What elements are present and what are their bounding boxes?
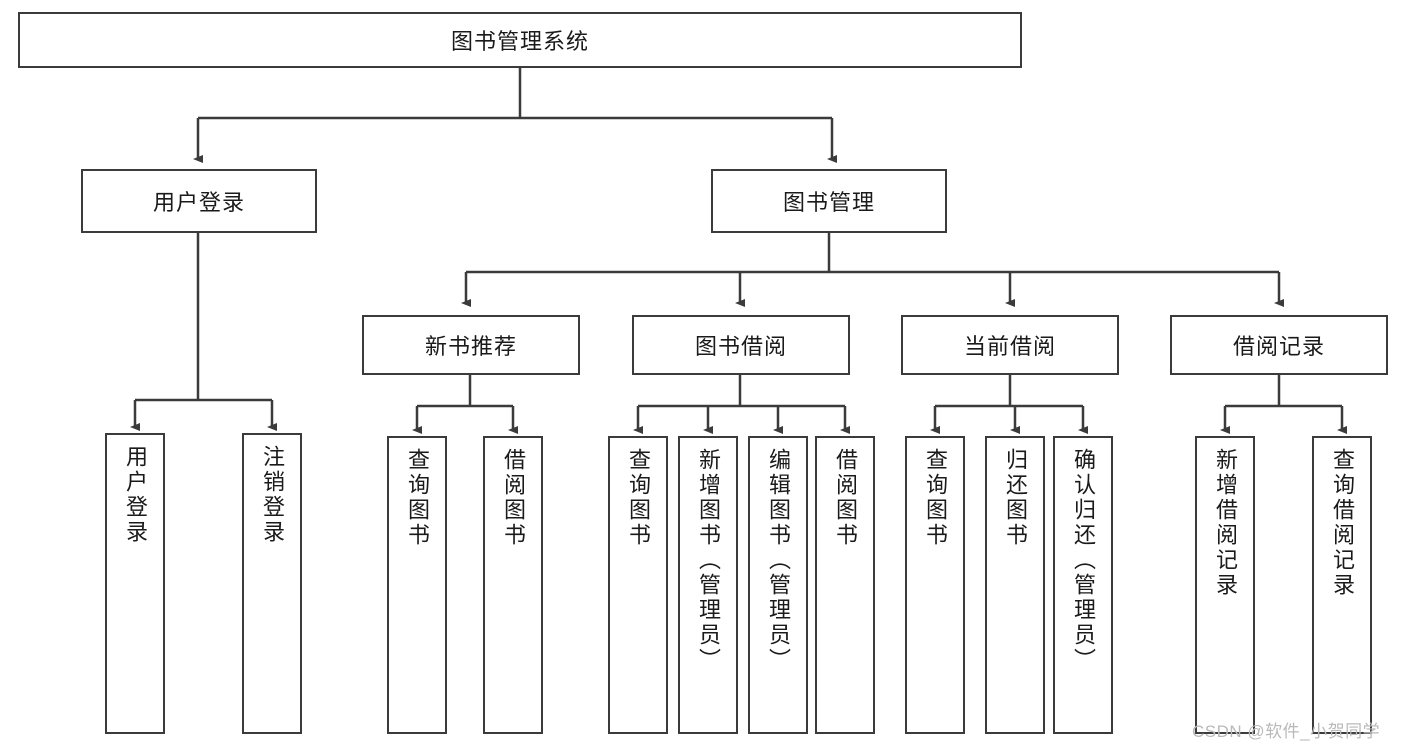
node-book-manage[interactable]: 图书管理	[711, 169, 947, 233]
node-leaf-user-logout-label: 注销登录	[259, 445, 285, 545]
node-book-borrow-label: 图书借阅	[694, 334, 787, 359]
node-leaf-query-book-rec[interactable]: 查询图书	[387, 436, 447, 734]
node-book-borrow[interactable]: 图书借阅	[632, 315, 850, 375]
node-leaf-user-logout[interactable]: 注销登录	[242, 433, 302, 734]
node-leaf-add-book-admin-label: 新增图书（管理员）	[695, 448, 721, 673]
csdn-watermark: CSDN @软件_小贺同学	[1192, 722, 1381, 741]
node-borrow-record[interactable]: 借阅记录	[1170, 315, 1388, 375]
node-leaf-add-book-admin[interactable]: 新增图书（管理员）	[678, 436, 738, 734]
node-new-book-recommend-label: 新书推荐	[424, 334, 517, 359]
node-leaf-return-book[interactable]: 归还图书	[985, 436, 1045, 734]
node-leaf-edit-book-admin-label: 编辑图书（管理员）	[765, 448, 791, 673]
node-leaf-add-borrow-record-label: 新增借阅记录	[1212, 448, 1238, 598]
node-leaf-return-book-label: 归还图书	[1002, 448, 1028, 548]
node-leaf-borrow-book-label: 借阅图书	[832, 448, 858, 548]
node-leaf-query-borrow-record[interactable]: 查询借阅记录	[1312, 436, 1372, 734]
node-leaf-query-book-current-label: 查询图书	[922, 448, 948, 548]
node-leaf-query-book-borrow-label: 查询图书	[625, 448, 651, 548]
node-leaf-borrow-book-rec-label: 借阅图书	[500, 448, 526, 548]
node-leaf-borrow-book[interactable]: 借阅图书	[815, 436, 875, 734]
node-leaf-confirm-return-admin-label: 确认归还（管理员）	[1070, 448, 1096, 673]
node-borrow-record-label: 借阅记录	[1232, 334, 1325, 359]
node-leaf-edit-book-admin[interactable]: 编辑图书（管理员）	[748, 436, 808, 734]
node-current-borrow-label: 当前借阅	[963, 334, 1056, 359]
node-leaf-borrow-book-rec[interactable]: 借阅图书	[483, 436, 543, 734]
node-leaf-query-book-rec-label: 查询图书	[404, 448, 430, 548]
node-user-login-label: 用户登录	[152, 190, 245, 215]
node-leaf-query-book-borrow[interactable]: 查询图书	[608, 436, 668, 734]
node-book-manage-label: 图书管理	[782, 190, 875, 215]
node-leaf-query-borrow-record-label: 查询借阅记录	[1329, 448, 1355, 598]
node-current-borrow[interactable]: 当前借阅	[901, 315, 1119, 375]
node-leaf-user-login[interactable]: 用户登录	[105, 433, 165, 734]
node-leaf-user-login-label: 用户登录	[122, 445, 148, 545]
node-leaf-confirm-return-admin[interactable]: 确认归还（管理员）	[1053, 436, 1113, 734]
node-root[interactable]: 图书管理系统	[18, 12, 1022, 68]
node-leaf-query-book-current[interactable]: 查询图书	[905, 436, 965, 734]
node-root-label: 图书管理系统	[450, 29, 589, 54]
node-leaf-add-borrow-record[interactable]: 新增借阅记录	[1195, 436, 1255, 734]
node-new-book-recommend[interactable]: 新书推荐	[362, 315, 580, 375]
node-user-login[interactable]: 用户登录	[81, 169, 317, 233]
